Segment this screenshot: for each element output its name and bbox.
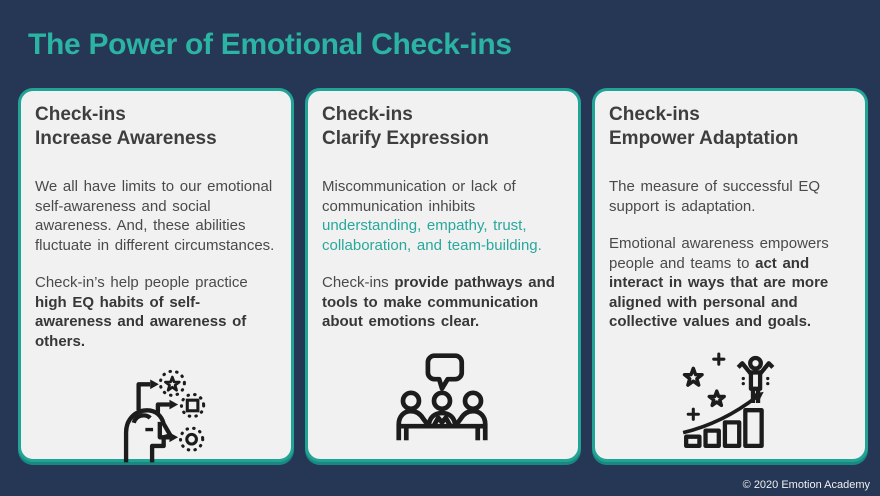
- card-increase-awareness: Check-ins Increase Awareness We all have…: [18, 88, 294, 463]
- text-segment: Check-ins: [322, 274, 395, 291]
- card-heading-line1: Check-ins: [322, 104, 413, 125]
- text-segment: Emotional awareness empowers people and …: [609, 235, 829, 272]
- copyright-text: © 2020 Emotion Academy: [742, 479, 870, 491]
- card-paragraph: Miscommunication or lack of communicatio…: [322, 177, 562, 255]
- text-segment-bold: provide pathways and tools to make commu…: [322, 274, 555, 330]
- card-heading-line1: Check-ins: [609, 104, 700, 125]
- card-paragraph: Check-ins provide pathways and tools to …: [322, 273, 562, 332]
- text-segment: We all have limits to our emotional self…: [35, 178, 275, 254]
- card-paragraph: Emotional awareness empowers people and …: [609, 234, 849, 332]
- text-segment: Check-in’s help people practice: [35, 274, 248, 291]
- cards-row: Check-ins Increase Awareness We all have…: [18, 88, 868, 463]
- head-awareness-icon: [35, 369, 275, 471]
- card-clarify-expression: Check-ins Clarify Expression Miscommunic…: [305, 88, 581, 462]
- card-paragraph: We all have limits to our emotional self…: [35, 177, 275, 255]
- text-segment-teal: understanding, empathy, trust, collabora…: [322, 217, 542, 254]
- card-heading: Check-ins Empower Adaptation: [609, 103, 849, 151]
- card-empower-adaptation: Check-ins Empower Adaptation The measure…: [592, 88, 868, 462]
- meeting-discussion-icon: [322, 351, 562, 449]
- success-growth-icon: [609, 350, 849, 456]
- card-heading-line2: Clarify Expression: [322, 128, 489, 149]
- text-segment: Miscommunication or lack of communicatio…: [322, 178, 516, 215]
- card-heading-line2: Increase Awareness: [35, 128, 217, 149]
- card-heading: Check-ins Increase Awareness: [35, 103, 275, 151]
- text-segment: The measure of successful EQ support is …: [609, 178, 821, 215]
- card-paragraph: The measure of successful EQ support is …: [609, 177, 849, 216]
- card-paragraph: Check-in’s help people practice high EQ …: [35, 273, 275, 351]
- card-heading-line1: Check-ins: [35, 104, 126, 125]
- card-heading: Check-ins Clarify Expression: [322, 103, 562, 151]
- text-segment-bold: act and interact in ways that are more a…: [609, 254, 829, 331]
- page-title: The Power of Emotional Check-ins: [28, 28, 512, 61]
- card-heading-line2: Empower Adaptation: [609, 128, 799, 149]
- text-segment-bold: high EQ habits of self-awareness and awa…: [35, 293, 247, 350]
